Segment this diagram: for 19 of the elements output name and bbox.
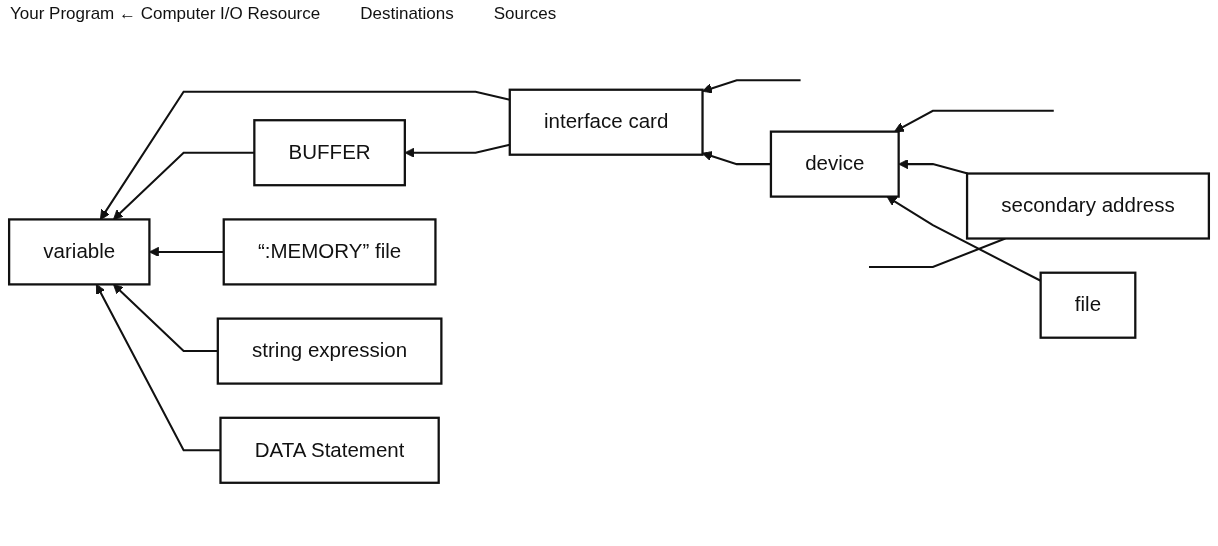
arrow — [702, 79, 801, 94]
arrow — [702, 151, 771, 166]
node-box: interface card — [508, 88, 704, 156]
group-label: Sources — [493, 4, 557, 24]
diagram-title: Your Program ← Computer I/O Resource — [10, 4, 321, 24]
arrow — [898, 159, 968, 175]
arrow — [894, 109, 1054, 133]
arrow — [100, 90, 510, 220]
node-box: variable — [7, 218, 151, 286]
node-box: DATA Statement — [219, 416, 440, 484]
node-box: file — [1039, 271, 1137, 339]
arrow — [113, 151, 255, 220]
group-label: Destinations — [360, 4, 454, 24]
arrow — [404, 143, 510, 158]
node-box: secondary address — [965, 172, 1211, 240]
node-box: BUFFER — [253, 119, 406, 187]
node-box: device — [769, 130, 900, 198]
node-box: “:MEMORY” file — [222, 218, 437, 286]
node-box: string expression — [216, 317, 443, 385]
